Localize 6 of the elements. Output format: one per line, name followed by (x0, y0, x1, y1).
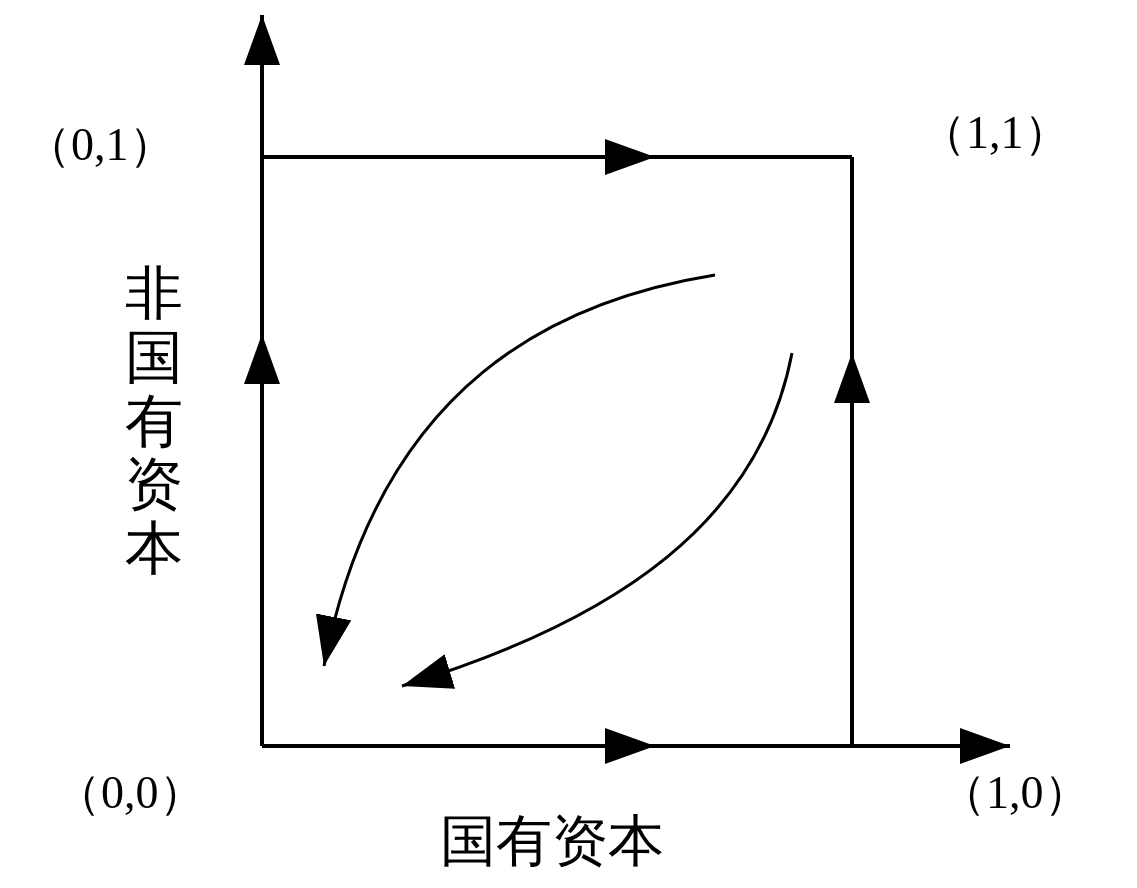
coordinate-label: （1,0） (940, 766, 1090, 820)
axis-label: 国有资本 (440, 809, 664, 874)
coordinate-label: （0,1） (25, 118, 175, 172)
axis-label: 非国有资本 (125, 262, 183, 581)
coordinate-label: （1,1） (920, 106, 1070, 160)
coordinate-label: （0,0） (55, 766, 205, 820)
